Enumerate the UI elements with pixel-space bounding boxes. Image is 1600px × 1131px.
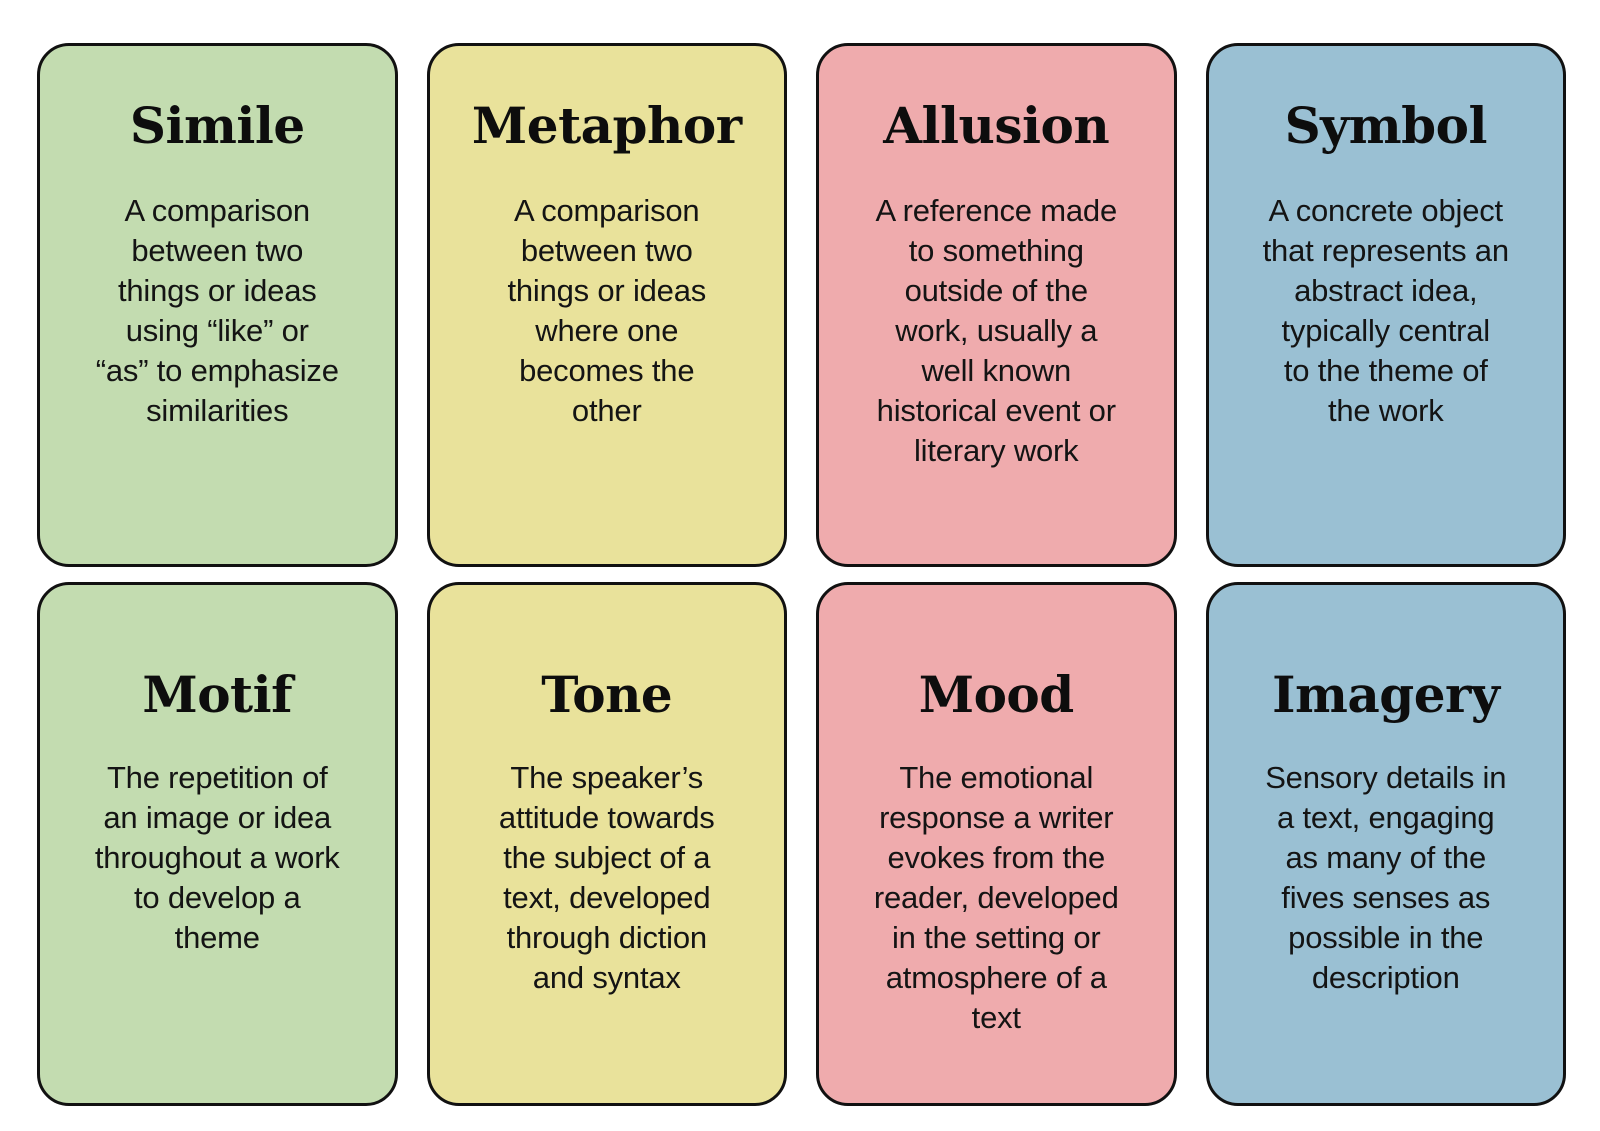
term-card-simile: Simile A comparison between two things o… (37, 43, 398, 567)
term-card-title: Imagery (1272, 665, 1500, 724)
term-card-title: Symbol (1284, 96, 1488, 155)
term-card-title: Metaphor (471, 96, 742, 155)
term-card-symbol: Symbol A concrete object that represents… (1205, 43, 1566, 567)
term-card-definition: The emotional response a writer evokes f… (873, 759, 1119, 1035)
term-card-definition: A reference made to something outside of… (875, 192, 1117, 468)
term-card-definition: The speaker’s attitude towards the subje… (498, 759, 715, 995)
term-card-title: Tone (541, 665, 673, 724)
term-card-title: Motif (142, 665, 293, 724)
term-card-definition: The repetition of an image or idea throu… (94, 759, 340, 955)
term-card-tone: Tone The speaker’s attitude towards the … (426, 582, 787, 1106)
term-card-imagery: Imagery Sensory details in a text, engag… (1205, 582, 1566, 1106)
term-card-motif: Motif The repetition of an image or idea… (37, 582, 398, 1106)
term-card-metaphor: Metaphor A comparison between two things… (426, 43, 787, 567)
term-card-title: Allusion (883, 96, 1110, 155)
term-card-title: Mood (918, 665, 1075, 724)
term-card-mood: Mood The emotional response a writer evo… (816, 582, 1177, 1106)
term-card-definition: A comparison between two things or ideas… (95, 192, 339, 428)
term-card-definition: A comparison between two things or ideas… (507, 192, 707, 428)
term-card-definition: A concrete object that represents an abs… (1262, 192, 1509, 428)
term-card-definition: Sensory details in a text, engaging as m… (1265, 759, 1507, 995)
term-card-title: Simile (129, 96, 305, 155)
term-card-allusion: Allusion A reference made to something o… (816, 43, 1177, 567)
